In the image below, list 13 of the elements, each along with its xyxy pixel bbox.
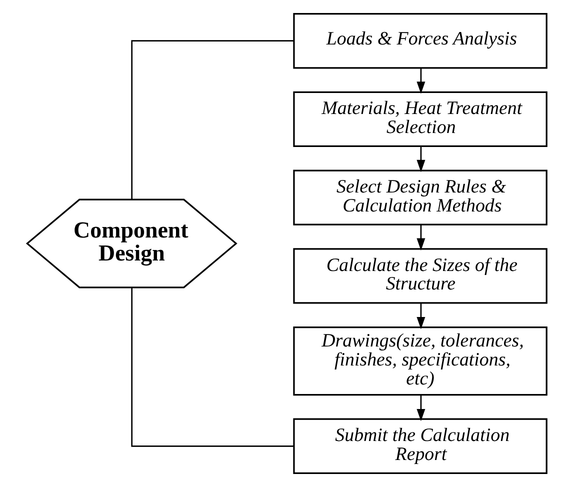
node-box: Select Design Rules & Calculation Methods: [292, 170, 547, 226]
node-box: Materials, Heat Treatment Selection: [292, 91, 547, 148]
arrow: [416, 224, 425, 250]
arrow: [416, 68, 425, 94]
node-box: Submit the Calculation Report: [292, 418, 547, 474]
arrow: [416, 303, 425, 330]
node-box: Drawings(size, tolerances, finishes, specifications, etc): [292, 326, 547, 396]
node-box: Calculate the Sizes of the Structure: [292, 248, 547, 304]
arrow: [416, 395, 425, 422]
node-box: Loads & Forces Analysis: [292, 13, 547, 69]
connector: [130, 287, 294, 447]
connector: [130, 40, 294, 200]
arrow: [416, 146, 425, 172]
